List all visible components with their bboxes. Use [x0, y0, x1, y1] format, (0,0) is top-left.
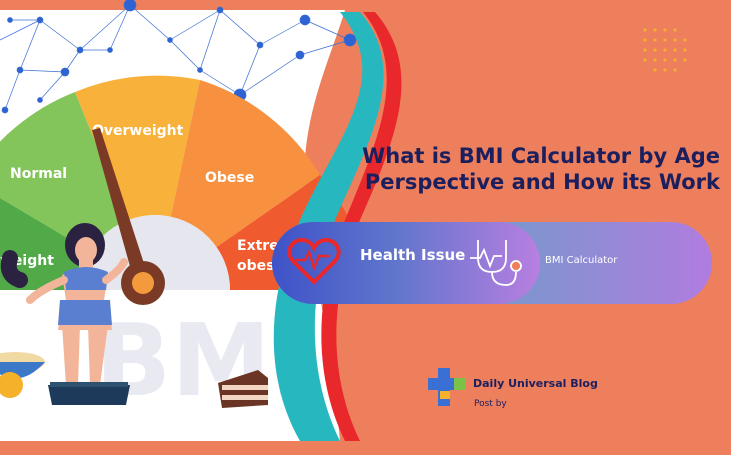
brand-name: Daily Universal Blog	[473, 377, 598, 390]
medical-cross-icon	[428, 368, 466, 406]
bmi-gauge	[0, 75, 370, 365]
gauge-label-overweight: Overweight	[92, 123, 184, 139]
dot-pattern	[643, 28, 687, 72]
network-mesh	[0, 0, 357, 114]
cake-slice	[218, 370, 268, 408]
brand-subtitle: Post by	[474, 399, 507, 409]
page-title-line-2: Perspective and How its Work	[364, 170, 720, 194]
category-pill	[272, 222, 712, 304]
red-swoosh	[321, 12, 402, 441]
weighing-scale	[48, 385, 130, 405]
gauge-needle	[92, 128, 165, 305]
category-tag[interactable]: BMI Calculator	[545, 255, 618, 266]
page-title: What is BMI Calculator by Age Perspectiv…	[340, 143, 720, 195]
gauge-label-normal: Normal	[10, 166, 67, 182]
gauge-label-extreme-1: Extre	[237, 238, 279, 254]
category-label[interactable]: Health Issue	[360, 246, 466, 264]
gauge-label-extreme-2: obes	[237, 258, 274, 274]
page-title-line-1: What is BMI Calculator by Age	[362, 144, 720, 168]
heart-pulse-icon	[287, 237, 341, 285]
gauge-label-obese: Obese	[205, 170, 254, 186]
woman-illustration	[0, 223, 128, 385]
bmi-watermark: BMI	[95, 302, 308, 419]
stethoscope-icon	[470, 240, 522, 286]
food-bowl	[0, 352, 45, 398]
